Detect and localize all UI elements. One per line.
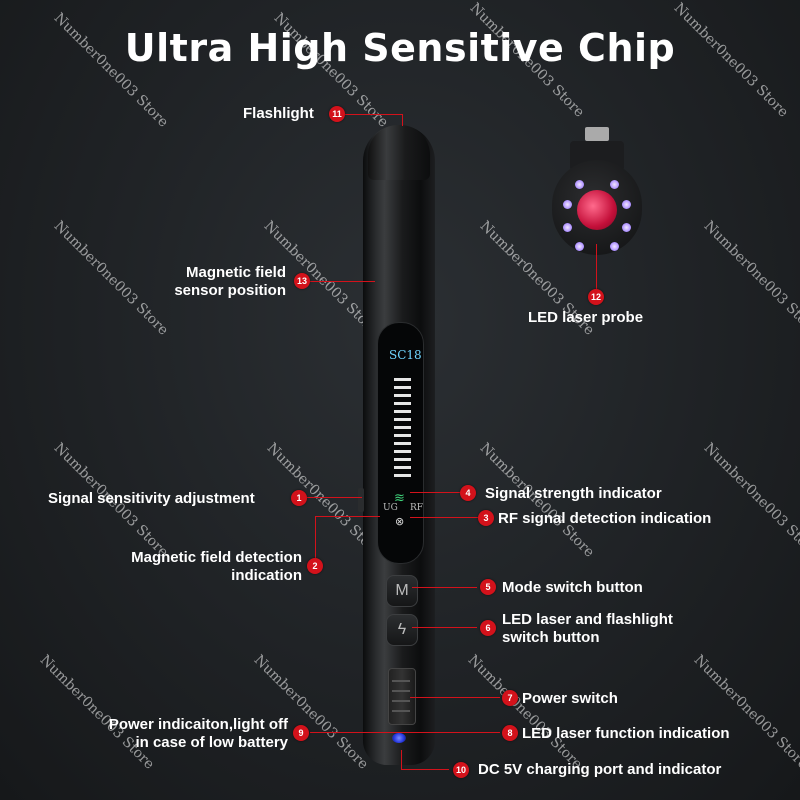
mode-button-label: M: [395, 582, 409, 599]
probe-led: [575, 242, 584, 251]
signal-bar: [394, 466, 411, 469]
badge-2: 2: [307, 558, 323, 574]
label-signal-strength: Signal strength indicator: [485, 485, 662, 502]
rf-label: RF: [410, 503, 424, 513]
leader-line: [596, 244, 597, 289]
signal-bar: [394, 418, 411, 421]
ug-label: UG: [383, 503, 398, 513]
leader-line: [401, 769, 449, 770]
leader-line: [410, 517, 478, 518]
badge-1: 1: [291, 490, 307, 506]
badge-12: 12: [588, 289, 604, 305]
signal-bar: [394, 450, 411, 453]
badge-11: 11: [329, 106, 345, 122]
switch-rib: [392, 690, 410, 692]
mode-switch-button[interactable]: M: [386, 575, 418, 607]
badge-3: 3: [478, 510, 494, 526]
watermark: Number0ne003 Store: [690, 652, 800, 773]
watermark: Number0ne003 Store: [700, 440, 800, 561]
probe-led: [575, 180, 584, 189]
model-label: SC18: [389, 348, 422, 362]
watermark: Number0ne003 Store: [36, 652, 158, 773]
leader-line: [307, 497, 362, 498]
signal-bar: [394, 378, 411, 381]
badge-10: 10: [453, 762, 469, 778]
probe-led: [622, 223, 631, 232]
wifi-icon: ≋: [394, 490, 405, 505]
badge-8: 8: [502, 725, 518, 741]
leader-line: [315, 516, 380, 517]
label-laser-function: LED laser function indication: [522, 725, 730, 742]
signal-bar: [394, 474, 411, 477]
signal-bar: [394, 402, 411, 405]
label-magnetic-sensor-1: Magnetic field: [185, 264, 286, 281]
probe-led: [563, 200, 572, 209]
probe-led: [563, 223, 572, 232]
label-power-indication-2: in case of low battery: [135, 734, 288, 751]
leader-line: [412, 587, 477, 588]
leader-line: [410, 697, 500, 698]
leader-line: [410, 492, 460, 493]
label-magnetic-detection-1: Magnetic field detection: [131, 549, 302, 566]
leader-line: [315, 516, 316, 561]
probe-lens: [577, 190, 617, 230]
badge-4: 4: [460, 485, 476, 501]
label-laser-flashlight-2: switch button: [502, 629, 600, 646]
lightning-icon: ϟ: [397, 621, 407, 638]
magnet-icon: ⊗: [395, 516, 405, 528]
badge-13: 13: [294, 273, 310, 289]
label-charging-port: DC 5V charging port and indicator: [478, 761, 722, 778]
label-power-switch: Power switch: [522, 690, 618, 707]
signal-bar: [394, 394, 411, 397]
leader-line: [412, 627, 477, 628]
switch-rib: [392, 700, 410, 702]
badge-6: 6: [480, 620, 496, 636]
signal-bar: [394, 410, 411, 413]
label-laser-probe: LED laser probe: [528, 309, 644, 326]
leader-line: [402, 114, 403, 126]
leader-line: [305, 281, 375, 282]
page-title: Ultra High Sensitive Chip: [124, 26, 676, 70]
watermark: Number0ne003 Store: [50, 218, 172, 339]
probe-led: [610, 180, 619, 189]
switch-rib: [392, 710, 410, 712]
label-flashlight: Flashlight: [243, 105, 314, 122]
signal-bar: [394, 426, 411, 429]
signal-bar: [394, 434, 411, 437]
flashlight-head: [368, 125, 430, 180]
label-magnetic-sensor-2: sensor position: [174, 282, 286, 299]
power-indicator-led: [392, 733, 406, 743]
leader-line: [344, 114, 402, 115]
label-laser-flashlight-1: LED laser and flashlight: [502, 611, 673, 628]
label-rf-detection: RF signal detection indication: [498, 510, 712, 527]
signal-bar: [394, 442, 411, 445]
signal-bar: [394, 386, 411, 389]
watermark: Number0ne003 Store: [464, 652, 586, 773]
badge-5: 5: [480, 579, 496, 595]
badge-7: 7: [502, 690, 518, 706]
leader-line: [401, 750, 402, 769]
laser-flashlight-button[interactable]: ϟ: [386, 614, 418, 646]
probe-led: [622, 200, 631, 209]
label-mode-switch: Mode switch button: [502, 579, 643, 596]
leader-line: [310, 732, 500, 733]
watermark: Number0ne003 Store: [700, 218, 800, 339]
switch-rib: [392, 680, 410, 682]
signal-bar: [394, 458, 411, 461]
label-sensitivity: Signal sensitivity adjustment: [48, 490, 255, 507]
probe-led: [610, 242, 619, 251]
power-switch[interactable]: [388, 668, 416, 725]
label-power-indication-1: Power indicaiton,light off: [108, 716, 288, 733]
watermark: Number0ne003 Store: [250, 652, 372, 773]
usb-plug: [585, 127, 609, 141]
sensitivity-knob[interactable]: [358, 488, 364, 512]
label-magnetic-detection-2: indication: [231, 567, 302, 584]
badge-9: 9: [293, 725, 309, 741]
